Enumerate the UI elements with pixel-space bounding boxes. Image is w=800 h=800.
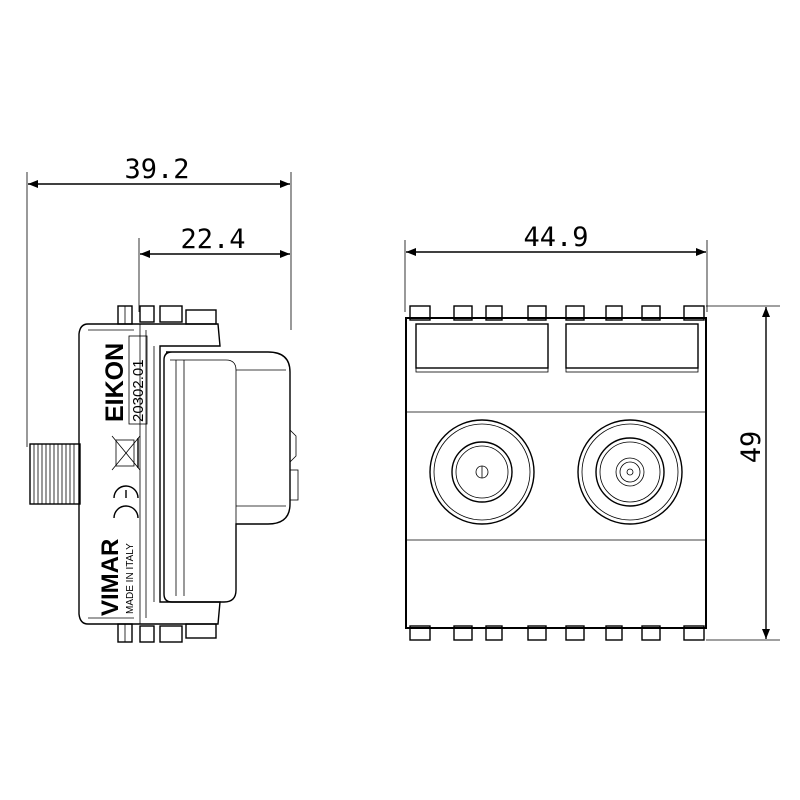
ce-mark-icon	[113, 485, 139, 519]
brand-label: VIMAR	[97, 539, 124, 616]
front-top-teeth	[409, 305, 705, 321]
front-faceplate	[405, 317, 707, 629]
front-bottom-teeth	[409, 625, 705, 641]
label-window-left	[415, 323, 549, 369]
label-window-right	[565, 323, 699, 369]
series-label: EIKON	[101, 343, 129, 422]
dim-label-49: 49	[736, 431, 767, 464]
dimension-front-height: 49	[706, 305, 780, 641]
dimension-total-depth: 39.2	[26, 154, 292, 447]
weee-bin-icon	[111, 435, 141, 471]
rear-connector-block	[163, 351, 291, 603]
front-view	[405, 305, 707, 641]
side-bottom-clips	[117, 623, 217, 643]
product-code-frame	[128, 335, 148, 425]
side-top-clips	[117, 305, 217, 325]
coaxial-socket-male-icon	[577, 419, 683, 525]
dimension-front-width: 44.9	[404, 222, 708, 312]
dim-label-39-2: 39.2	[124, 154, 189, 185]
f-connector-thread	[29, 443, 81, 505]
dimension-body-depth: 22.4	[138, 224, 290, 312]
origin-label: MADE IN ITALY	[125, 543, 136, 614]
dim-label-22-4: 22.4	[180, 224, 245, 255]
side-view: EIKON 20302.01 VIMAR MADE IN ITALY	[29, 305, 299, 643]
dim-label-44-9: 44.9	[523, 222, 588, 253]
coaxial-socket-female-icon	[429, 419, 535, 525]
product-code-label: 20302.01	[130, 359, 147, 422]
